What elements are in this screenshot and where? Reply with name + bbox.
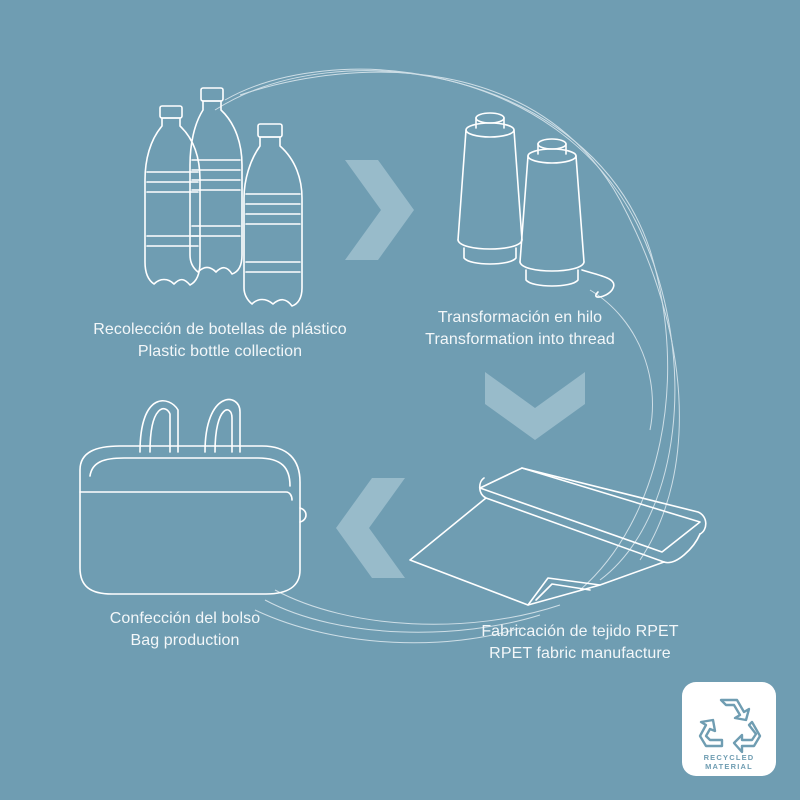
caption-thread-en: Transformation into thread <box>425 331 615 348</box>
fabric-roll-icon <box>409 467 707 606</box>
caption-bottle-collection: Recolección de botellas de plástico Plas… <box>60 319 380 363</box>
caption-bottle-collection-es: Recolección de botellas de plástico <box>93 321 347 338</box>
badge-label-line2: MATERIAL <box>705 762 753 771</box>
caption-bag-en: Bag production <box>130 632 240 649</box>
chevron-down-icon <box>485 372 585 440</box>
caption-fabric: Fabricación de tejido RPET RPET fabric m… <box>440 621 720 665</box>
caption-bag-es: Confección del bolso <box>109 610 261 627</box>
bag-icon <box>79 398 307 595</box>
caption-fabric-en: RPET fabric manufacture <box>489 645 671 662</box>
badge-label-line1: RECYCLED <box>703 753 755 762</box>
plastic-bottles-icon <box>144 87 303 307</box>
chevron-right-icon <box>345 160 414 260</box>
caption-bag: Confección del bolso Bag production <box>60 608 310 652</box>
recycle-icon <box>698 698 762 754</box>
caption-fabric-es: Fabricación de tejido RPET <box>481 623 679 640</box>
caption-bottle-collection-en: Plastic bottle collection <box>137 343 303 360</box>
caption-thread-es: Transformación en hilo <box>437 309 603 326</box>
chevron-left-icon <box>336 478 405 578</box>
thread-spools-icon <box>457 112 615 298</box>
recycled-material-badge: RECYCLED MATERIAL <box>682 682 776 776</box>
caption-thread: Transformación en hilo Transformation in… <box>380 307 660 351</box>
cycle-arcs <box>214 68 680 644</box>
